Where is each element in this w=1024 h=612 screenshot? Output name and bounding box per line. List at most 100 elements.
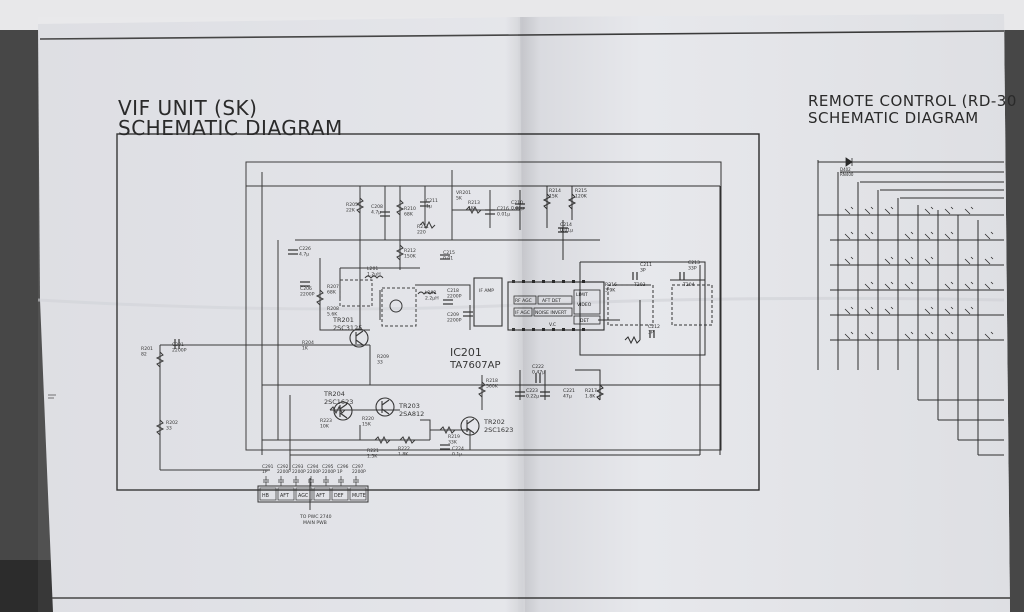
component-ref: C223	[526, 388, 538, 394]
component-value: 2.2μH	[425, 296, 439, 302]
key-switch	[984, 331, 994, 340]
capacitor-symbols	[174, 201, 685, 450]
component-ref: R202	[166, 420, 178, 426]
shield-boxes	[339, 279, 713, 327]
ic-block-video: VIDEO	[577, 302, 592, 308]
component-value: 10K	[320, 424, 330, 430]
key-switch	[864, 206, 874, 215]
key-switch	[984, 281, 994, 290]
component-ref: C216	[497, 206, 509, 212]
key-switch	[844, 206, 854, 215]
paper-highlight	[38, 17, 518, 612]
connector-pin	[313, 487, 331, 501]
ic-block-det: DET	[580, 318, 589, 324]
diode-ref: D402	[840, 167, 851, 172]
key-switch	[864, 306, 874, 315]
connector-cap-ref: C293	[292, 464, 304, 470]
vif-inner-bus	[245, 161, 722, 451]
component-value: 0.01	[443, 256, 453, 262]
component-ref: C210	[511, 200, 523, 206]
tr201-ref: TR201	[332, 316, 354, 324]
component-ref: R201	[141, 346, 153, 352]
connector-cap-symbol	[338, 476, 344, 486]
remote-diode: D402 RN400	[840, 157, 854, 177]
key-switch	[904, 281, 914, 290]
component-value: 22K	[346, 208, 356, 214]
key-switch	[964, 256, 974, 265]
remote-grid	[817, 160, 1004, 456]
component-value: 1.5K	[367, 454, 378, 460]
connector-cap-ref: C296	[337, 464, 349, 470]
connector-pin-label: AGC	[298, 493, 309, 499]
component-value: 1.8K	[585, 394, 596, 400]
key-switch	[844, 256, 854, 265]
tr202-part: 2SC1623	[484, 426, 513, 434]
component-value: 33	[377, 360, 383, 366]
tr202-ref: TR202	[483, 418, 505, 426]
component-value: 1K	[302, 346, 309, 352]
component-value: 2200P	[300, 292, 315, 298]
ic-block-rf-agc: RF AGC	[515, 298, 532, 304]
tr203-ref: TR203	[398, 402, 420, 410]
component-ref: R220	[362, 416, 374, 422]
component-ref: C208	[371, 204, 383, 210]
component-value: 560K	[486, 384, 499, 390]
ic-block-noise-invert: NOISE INVERT	[535, 310, 567, 316]
component-ref: T203	[633, 282, 646, 288]
component-ref: C213	[688, 260, 700, 266]
tr203-part: 2SA812	[399, 410, 424, 418]
connector-pin	[277, 487, 295, 501]
key-switch	[944, 206, 954, 215]
connector-cap-value: 1P	[262, 469, 268, 475]
key-switch	[884, 306, 894, 315]
key-switch	[844, 331, 854, 340]
transistor-symbols	[333, 328, 480, 436]
paper-right-half	[520, 14, 1010, 612]
component-value: 0.1μ	[452, 452, 462, 458]
key-switch	[844, 231, 854, 240]
component-value: 220	[417, 230, 426, 236]
ic-block-limit: LIMIT	[576, 292, 588, 298]
key-switch	[924, 331, 934, 340]
component-ref: C212	[648, 324, 660, 330]
key-switch	[944, 331, 954, 340]
connector-cap-ref: C297	[352, 464, 364, 470]
resistor-symbols	[155, 193, 641, 445]
ic201-block	[473, 277, 605, 331]
vif-title-line2: SCHEMATIC DIAGRAM	[118, 116, 343, 140]
component-value: 47μ	[563, 394, 572, 400]
component-ref: C224	[452, 446, 464, 452]
key-switch	[884, 256, 894, 265]
component-value: 0.01μ	[511, 206, 524, 212]
component-value: 1K	[468, 206, 475, 212]
component-value: 2200P	[172, 348, 187, 354]
component-value: 2200P	[447, 294, 462, 300]
connector-cap-value: 2200P	[307, 469, 321, 475]
connector-cap-symbol	[323, 476, 329, 486]
connector-cap-value: 2200P	[292, 469, 306, 475]
key-switch	[944, 281, 954, 290]
key-switch	[904, 331, 914, 340]
remote-key-switches	[844, 206, 994, 340]
left-margin-marks	[48, 394, 56, 399]
component-value: 68K	[327, 290, 337, 296]
component-ref: R218	[486, 378, 498, 384]
connector-cap-value: 2200P	[352, 469, 366, 475]
connector-cap-ref: C294	[307, 464, 319, 470]
component-value: 0.01μ	[497, 212, 510, 218]
key-switch	[844, 306, 854, 315]
key-switch	[904, 256, 914, 265]
component-ref: R211	[417, 224, 429, 230]
connector-pin	[259, 487, 277, 501]
connector-cap-symbol	[278, 476, 284, 486]
sheet-top-border	[39, 30, 1005, 40]
remote-title-line2: SCHEMATIC DIAGRAM	[808, 109, 979, 127]
connector-cap-value: 1P	[337, 469, 343, 475]
component-value: 15K	[549, 194, 559, 200]
component-value: 5.6K	[327, 312, 338, 318]
component-ref: R205	[346, 202, 358, 208]
component-ref: R215	[575, 188, 587, 194]
key-switch	[924, 306, 934, 315]
component-ref: R207	[327, 284, 339, 290]
